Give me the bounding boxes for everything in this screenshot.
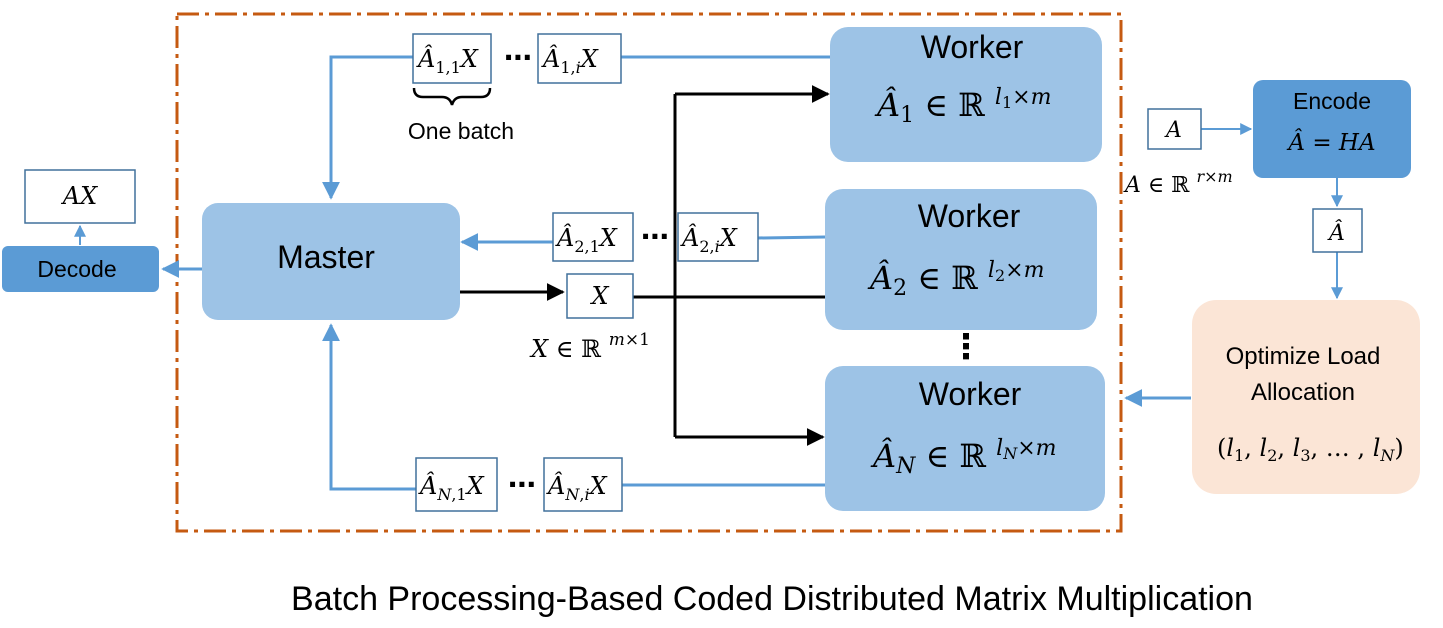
batch-row1-dots: ⋯ (504, 42, 532, 73)
batch-row2-last-label: Â2,iX (680, 223, 738, 256)
encoded-matrix-label: Â (1327, 219, 1345, 246)
rowN-to-master-arrow (322, 323, 416, 491)
worker-2-box (825, 189, 1097, 330)
master-label: Master (277, 239, 375, 275)
worker-n-box (825, 366, 1105, 511)
batch-row1-first-box (412, 33, 492, 84)
worker-1-formula: Â1 ∈ ℝ l1×m (874, 85, 1051, 128)
optimize-line2: Allocation (1251, 379, 1355, 406)
worker-1-title: Worker (921, 29, 1024, 65)
worker-n-formula: ÂN ∈ ℝ lN×m (870, 436, 1057, 479)
optimize-line1: Optimize Load (1226, 343, 1381, 370)
batch-brace (412, 87, 492, 106)
decode-output-box (24, 169, 136, 224)
batch-row1-last-label: Â1,iX (541, 44, 599, 77)
batch-row1-first-label: Â1,1X (416, 44, 479, 77)
workers-vertical-dots: ⋮ (949, 328, 983, 366)
batch-rowN-first-label: ÂN,1X (418, 471, 485, 504)
decode-box (2, 246, 159, 292)
encode-formula: Â = HA (1286, 129, 1375, 156)
optimize-tuple: (l1, l2, l3, … , lN) (1217, 434, 1404, 465)
worker-2-title: Worker (918, 198, 1021, 234)
batch-rowN-first-box (415, 457, 498, 512)
vector-x-label: X (589, 282, 609, 310)
vector-x-domain: X ∈ ℝ m×1 (529, 330, 650, 363)
row1-to-master-arrow (322, 55, 413, 200)
row2-return-line (757, 235, 826, 240)
vector-x-box (566, 273, 634, 319)
batch-rowN-dots: ⋯ (508, 469, 536, 500)
decode-output-label: AX (61, 182, 98, 210)
worker-1-box (830, 27, 1102, 162)
worker-2-formula: Â2 ∈ ℝ l2×m (867, 258, 1044, 301)
batch-row2-dots: ⋯ (641, 221, 669, 252)
worker-n-title: Worker (919, 376, 1022, 412)
batch-brace-label: One batch (408, 118, 514, 144)
batch-row2-first-box (552, 212, 634, 262)
encode-box (1253, 80, 1411, 178)
encode-input-box (1147, 108, 1202, 150)
batch-rowN-last-box (543, 457, 623, 512)
encode-input-label: A (1164, 118, 1182, 143)
encoded-matrix-box (1312, 208, 1363, 253)
master-box (202, 203, 460, 320)
encode-title: Encode (1293, 88, 1371, 114)
decode-label: Decode (37, 256, 116, 282)
figure-caption: Batch Processing-Based Coded Distributed… (291, 580, 1253, 618)
encode-input-domain: A ∈ ℝ r×m (1123, 167, 1233, 198)
batch-row1-last-box (537, 33, 622, 84)
batch-row2-last-box (677, 212, 759, 262)
optimize-box (1192, 300, 1420, 494)
batch-rowN-last-label: ÂN,iX (546, 471, 608, 504)
batch-row2-first-label: Â2,1X (555, 223, 618, 256)
